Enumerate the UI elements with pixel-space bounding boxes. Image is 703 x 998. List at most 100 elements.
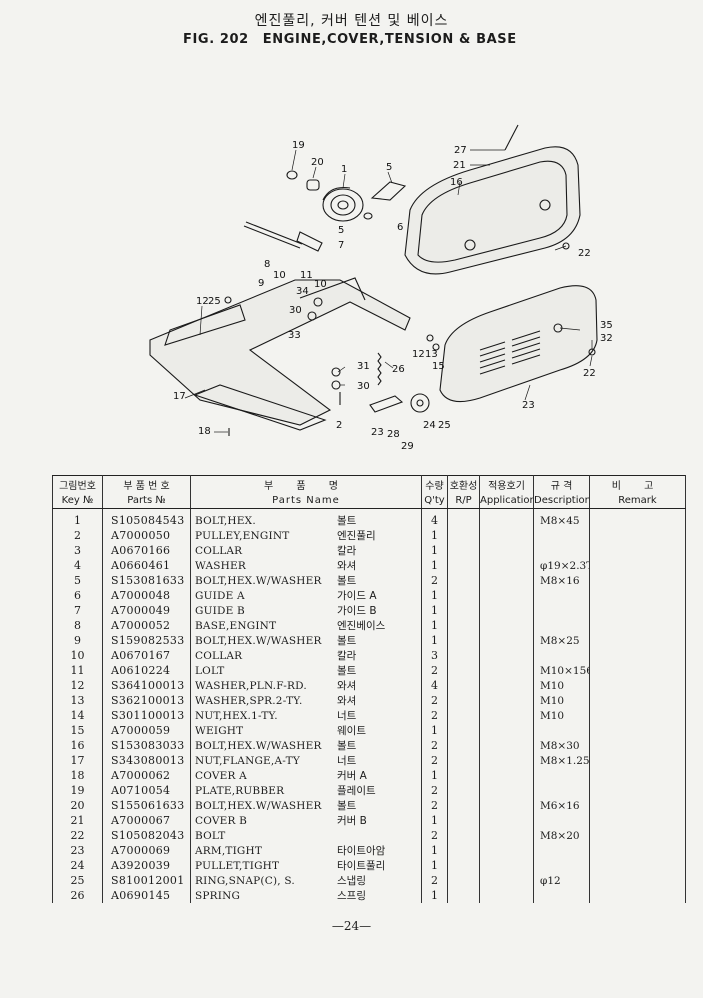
cell-application bbox=[479, 873, 534, 888]
cell-application bbox=[479, 543, 534, 558]
cell-description: M8×1.25 bbox=[533, 753, 590, 768]
cell-application bbox=[479, 753, 534, 768]
cell-remark bbox=[589, 603, 686, 618]
cell-quantity: 3 bbox=[421, 648, 448, 663]
cell-description bbox=[533, 813, 590, 828]
cell-part-number: S343080013 bbox=[102, 753, 191, 768]
part-name-korean: 타이트풀리 bbox=[337, 860, 386, 872]
page-number: —24— bbox=[331, 919, 372, 933]
cell-part-number: A7000050 bbox=[102, 528, 191, 543]
part-name-english: BOLT,HEX.W/WASHER bbox=[195, 635, 322, 647]
cell-rp bbox=[447, 508, 480, 528]
cell-quantity: 1 bbox=[421, 603, 448, 618]
cell-key: 23 bbox=[52, 843, 103, 858]
cell-remark bbox=[589, 618, 686, 633]
callout: 20 bbox=[311, 157, 324, 168]
part-name-english: PLATE,RUBBER bbox=[195, 785, 285, 797]
part-name-korean: 커버 B bbox=[337, 815, 367, 827]
cell-rp bbox=[447, 693, 480, 708]
engine-base bbox=[149, 279, 411, 426]
cell-quantity: 2 bbox=[421, 828, 448, 843]
cell-remark bbox=[589, 798, 686, 813]
cell-quantity: 1 bbox=[421, 768, 448, 783]
part-name-english: PULLEY,ENGINT bbox=[195, 530, 290, 542]
cell-part-number: A0610224 bbox=[102, 663, 191, 678]
tight-pulley bbox=[410, 393, 430, 413]
callout: 11 bbox=[300, 270, 313, 281]
cell-part-number: A0710054 bbox=[102, 783, 191, 798]
part-name-english: BOLT,HEX.W/WASHER bbox=[195, 800, 322, 812]
header-row-korean: 그림번호 부 품 번 호 부 품 명 수량 호환성 적용호기 규 격 비 고 bbox=[52, 475, 686, 492]
cell-remark bbox=[589, 708, 686, 723]
cell-quantity: 2 bbox=[421, 873, 448, 888]
cell-description: M8×20 bbox=[533, 828, 590, 843]
col-rp-en: R/P bbox=[447, 492, 480, 509]
callout: 24 bbox=[423, 420, 436, 431]
part-name-korean: 커버 A bbox=[337, 770, 367, 782]
cell-remark bbox=[589, 753, 686, 768]
cell-quantity: 1 bbox=[421, 843, 448, 858]
callout: 1 bbox=[341, 164, 347, 175]
cell-part-name: BOLT,HEX.볼트 bbox=[190, 508, 422, 528]
callout: 21 bbox=[453, 160, 466, 171]
cell-remark bbox=[589, 648, 686, 663]
cell-key: 19 bbox=[52, 783, 103, 798]
cell-description bbox=[533, 618, 590, 633]
callout: 23 bbox=[371, 427, 384, 438]
cell-rp bbox=[447, 558, 480, 573]
col-name-en: Parts Name bbox=[190, 492, 422, 509]
cell-key: 15 bbox=[52, 723, 103, 738]
cell-remark bbox=[589, 738, 686, 753]
cell-remark bbox=[589, 888, 686, 903]
part-name-english: COVER B bbox=[195, 815, 248, 827]
header-row-english: Key № Parts № Parts Name Q'ty R/P Applic… bbox=[52, 492, 686, 509]
cell-key: 9 bbox=[52, 633, 103, 648]
cell-key: 1 bbox=[52, 508, 103, 528]
cell-rp bbox=[447, 753, 480, 768]
col-remark-en: Remark bbox=[589, 492, 686, 509]
cover-a-shape bbox=[404, 146, 581, 275]
cell-application bbox=[479, 723, 534, 738]
cell-description: M8×45 bbox=[533, 508, 590, 528]
cell-quantity: 1 bbox=[421, 888, 448, 903]
col-key-en: Key № bbox=[52, 492, 103, 509]
cell-application bbox=[479, 528, 534, 543]
callout: 34 bbox=[296, 286, 309, 297]
cell-description bbox=[533, 543, 590, 558]
part-name-english: BASE,ENGINT bbox=[195, 620, 277, 632]
cell-application bbox=[479, 588, 534, 603]
callout: 10 bbox=[314, 279, 327, 290]
cell-application bbox=[479, 648, 534, 663]
cell-key: 16 bbox=[52, 738, 103, 753]
cell-key: 12 bbox=[52, 678, 103, 693]
figure-title: ENGINE,COVER,TENSION & BASE bbox=[262, 32, 517, 47]
cell-description bbox=[533, 588, 590, 603]
cell-quantity: 1 bbox=[421, 543, 448, 558]
diagram-callouts: 19 20 1 5 5 6 7 8 10 11 10 9 34 12 25 30… bbox=[173, 140, 613, 452]
cell-application bbox=[479, 558, 534, 573]
part-name-korean: 볼트 bbox=[337, 575, 357, 587]
part-name-english: WASHER,PLN.F-RD. bbox=[195, 680, 307, 692]
callout: 12 bbox=[412, 349, 425, 360]
guide-a bbox=[370, 181, 407, 201]
part-name-english: ARM,TIGHT bbox=[195, 845, 263, 857]
cell-quantity: 1 bbox=[421, 588, 448, 603]
cell-key: 18 bbox=[52, 768, 103, 783]
part-name-english: COLLAR bbox=[195, 545, 243, 557]
